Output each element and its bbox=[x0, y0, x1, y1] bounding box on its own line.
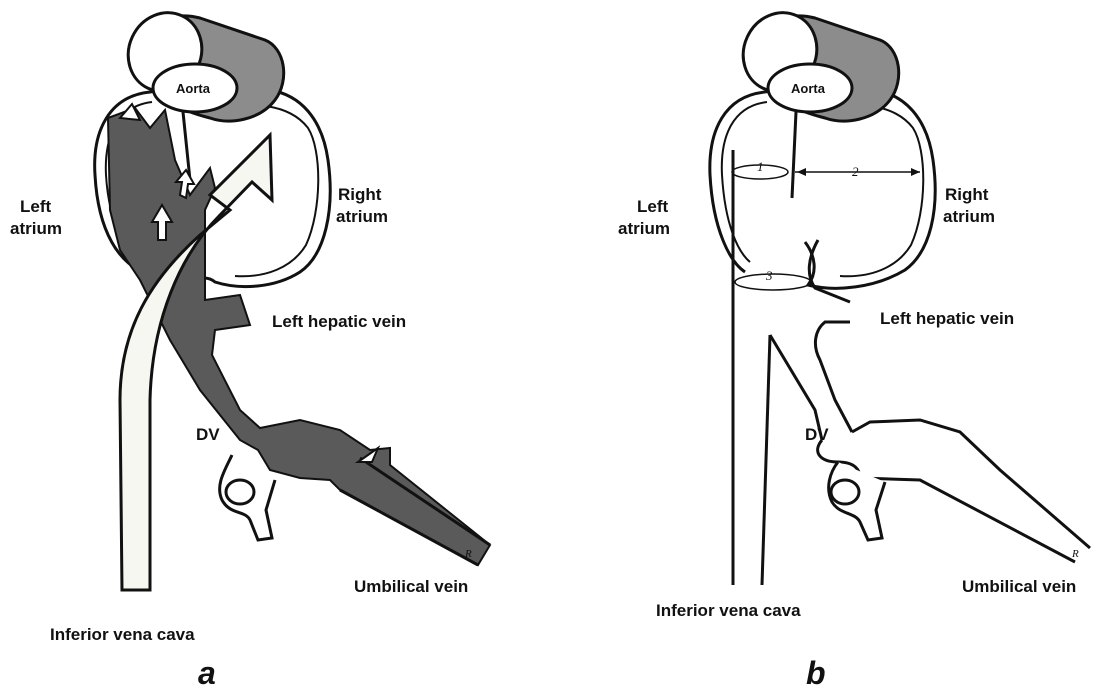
left-atrium-line1-a: Left bbox=[20, 197, 52, 216]
panel-label-b: b bbox=[806, 655, 826, 688]
ur-mark-b: R bbox=[1071, 548, 1079, 560]
umbilical-vein-label-b: Umbilical vein bbox=[962, 577, 1076, 596]
ivc-inner-wall-b bbox=[762, 335, 770, 585]
panel-a: Aorta R Left atrium Right atrium Left he… bbox=[10, 1, 490, 688]
right-atrium-line1-b: Right bbox=[945, 185, 989, 204]
right-atrium-line2-b: atrium bbox=[943, 207, 995, 226]
left-hepatic-vein-label-a: Left hepatic vein bbox=[272, 312, 406, 331]
measurement-ring-3 bbox=[735, 274, 811, 290]
ur-mark-a: R bbox=[464, 548, 472, 560]
ivc-label-b: Inferior vena cava bbox=[656, 601, 801, 620]
left-atrium-line2-a: atrium bbox=[10, 219, 62, 238]
aorta-label-b: Aorta bbox=[791, 81, 826, 96]
aorta-label-a: Aorta bbox=[176, 81, 211, 96]
measurement-1-label: 1 bbox=[757, 159, 764, 174]
umbilical-vein-label-a: Umbilical vein bbox=[354, 577, 468, 596]
umbilical-loop-b bbox=[831, 480, 859, 504]
right-atrium-line1-a: Right bbox=[338, 185, 382, 204]
ivc-label-a: Inferior vena cava bbox=[50, 625, 195, 644]
umbilical-loop-a bbox=[226, 480, 254, 504]
dv-label-b: DV bbox=[805, 425, 829, 444]
left-atrium-line2-b: atrium bbox=[618, 219, 670, 238]
measurement-3-label: 3 bbox=[765, 268, 773, 283]
left-atrium-line1-b: Left bbox=[637, 197, 669, 216]
left-hepatic-vein-label-b: Left hepatic vein bbox=[880, 309, 1014, 328]
panel-label-a: a bbox=[198, 655, 216, 688]
right-atrium-line2-a: atrium bbox=[336, 207, 388, 226]
panel-b: Aorta R 1 2 3 Left atrium Right atrium L… bbox=[618, 1, 1090, 688]
measurement-2-label: 2 bbox=[852, 164, 859, 179]
dv-label-a: DV bbox=[196, 425, 220, 444]
